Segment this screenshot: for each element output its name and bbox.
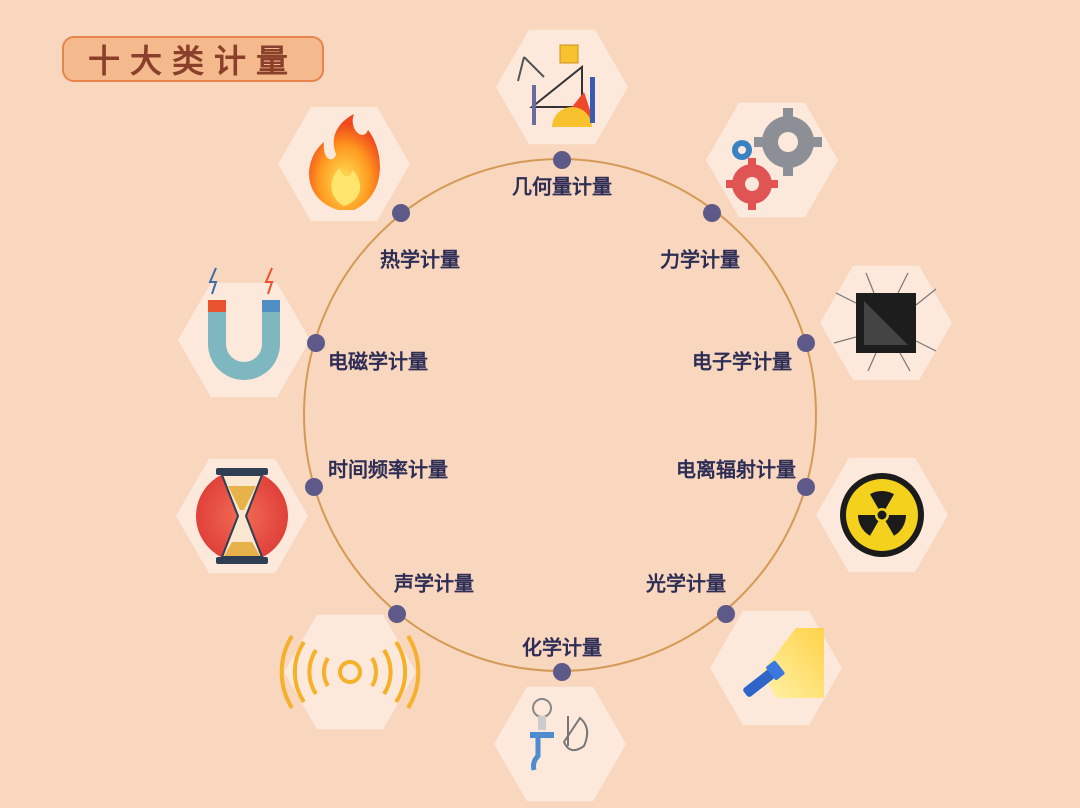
title-badge: 十大类计量 — [62, 36, 324, 82]
ring-node-dot — [307, 334, 325, 352]
category-label: 声学计量 — [393, 572, 474, 596]
category-label: 力学计量 — [660, 248, 740, 272]
geometry-tools-icon — [517, 44, 595, 127]
category-label: 化学计量 — [522, 636, 602, 660]
gears-icon — [726, 108, 822, 210]
category-label: 电离辐射计量 — [676, 458, 796, 482]
radiation-icon — [840, 473, 924, 557]
central-ring — [303, 158, 817, 672]
ring-node-dot — [797, 334, 815, 352]
ring-node-dot — [797, 478, 815, 496]
category-label: 几何量计量 — [512, 175, 612, 199]
category-label: 电子学计量 — [692, 350, 792, 374]
ring-node-dot — [703, 204, 721, 222]
icon-tile — [494, 686, 626, 802]
category-label: 热学计量 — [380, 248, 460, 272]
ring-node-dot — [392, 204, 410, 222]
flame-icon — [309, 114, 380, 210]
ring-node-dot — [553, 151, 571, 169]
category-label: 时间频率计量 — [328, 458, 448, 482]
microchip-icon — [833, 272, 937, 372]
flashlight-icon — [743, 628, 824, 698]
icon-tile — [284, 614, 416, 730]
ring-node-dot — [388, 605, 406, 623]
category-label: 电磁学计量 — [328, 350, 428, 374]
icon-tile — [178, 282, 310, 398]
magnet-icon — [208, 267, 280, 380]
ring-node-dot — [553, 663, 571, 681]
ring-node-dot — [305, 478, 323, 496]
chemistry-flask-icon — [530, 698, 589, 771]
hourglass-icon — [196, 468, 288, 564]
diagram-title: 十大类计量 — [87, 42, 298, 80]
category-label: 光学计量 — [645, 572, 726, 596]
sound-waves-icon — [279, 634, 421, 710]
ring-node-dot — [717, 605, 735, 623]
